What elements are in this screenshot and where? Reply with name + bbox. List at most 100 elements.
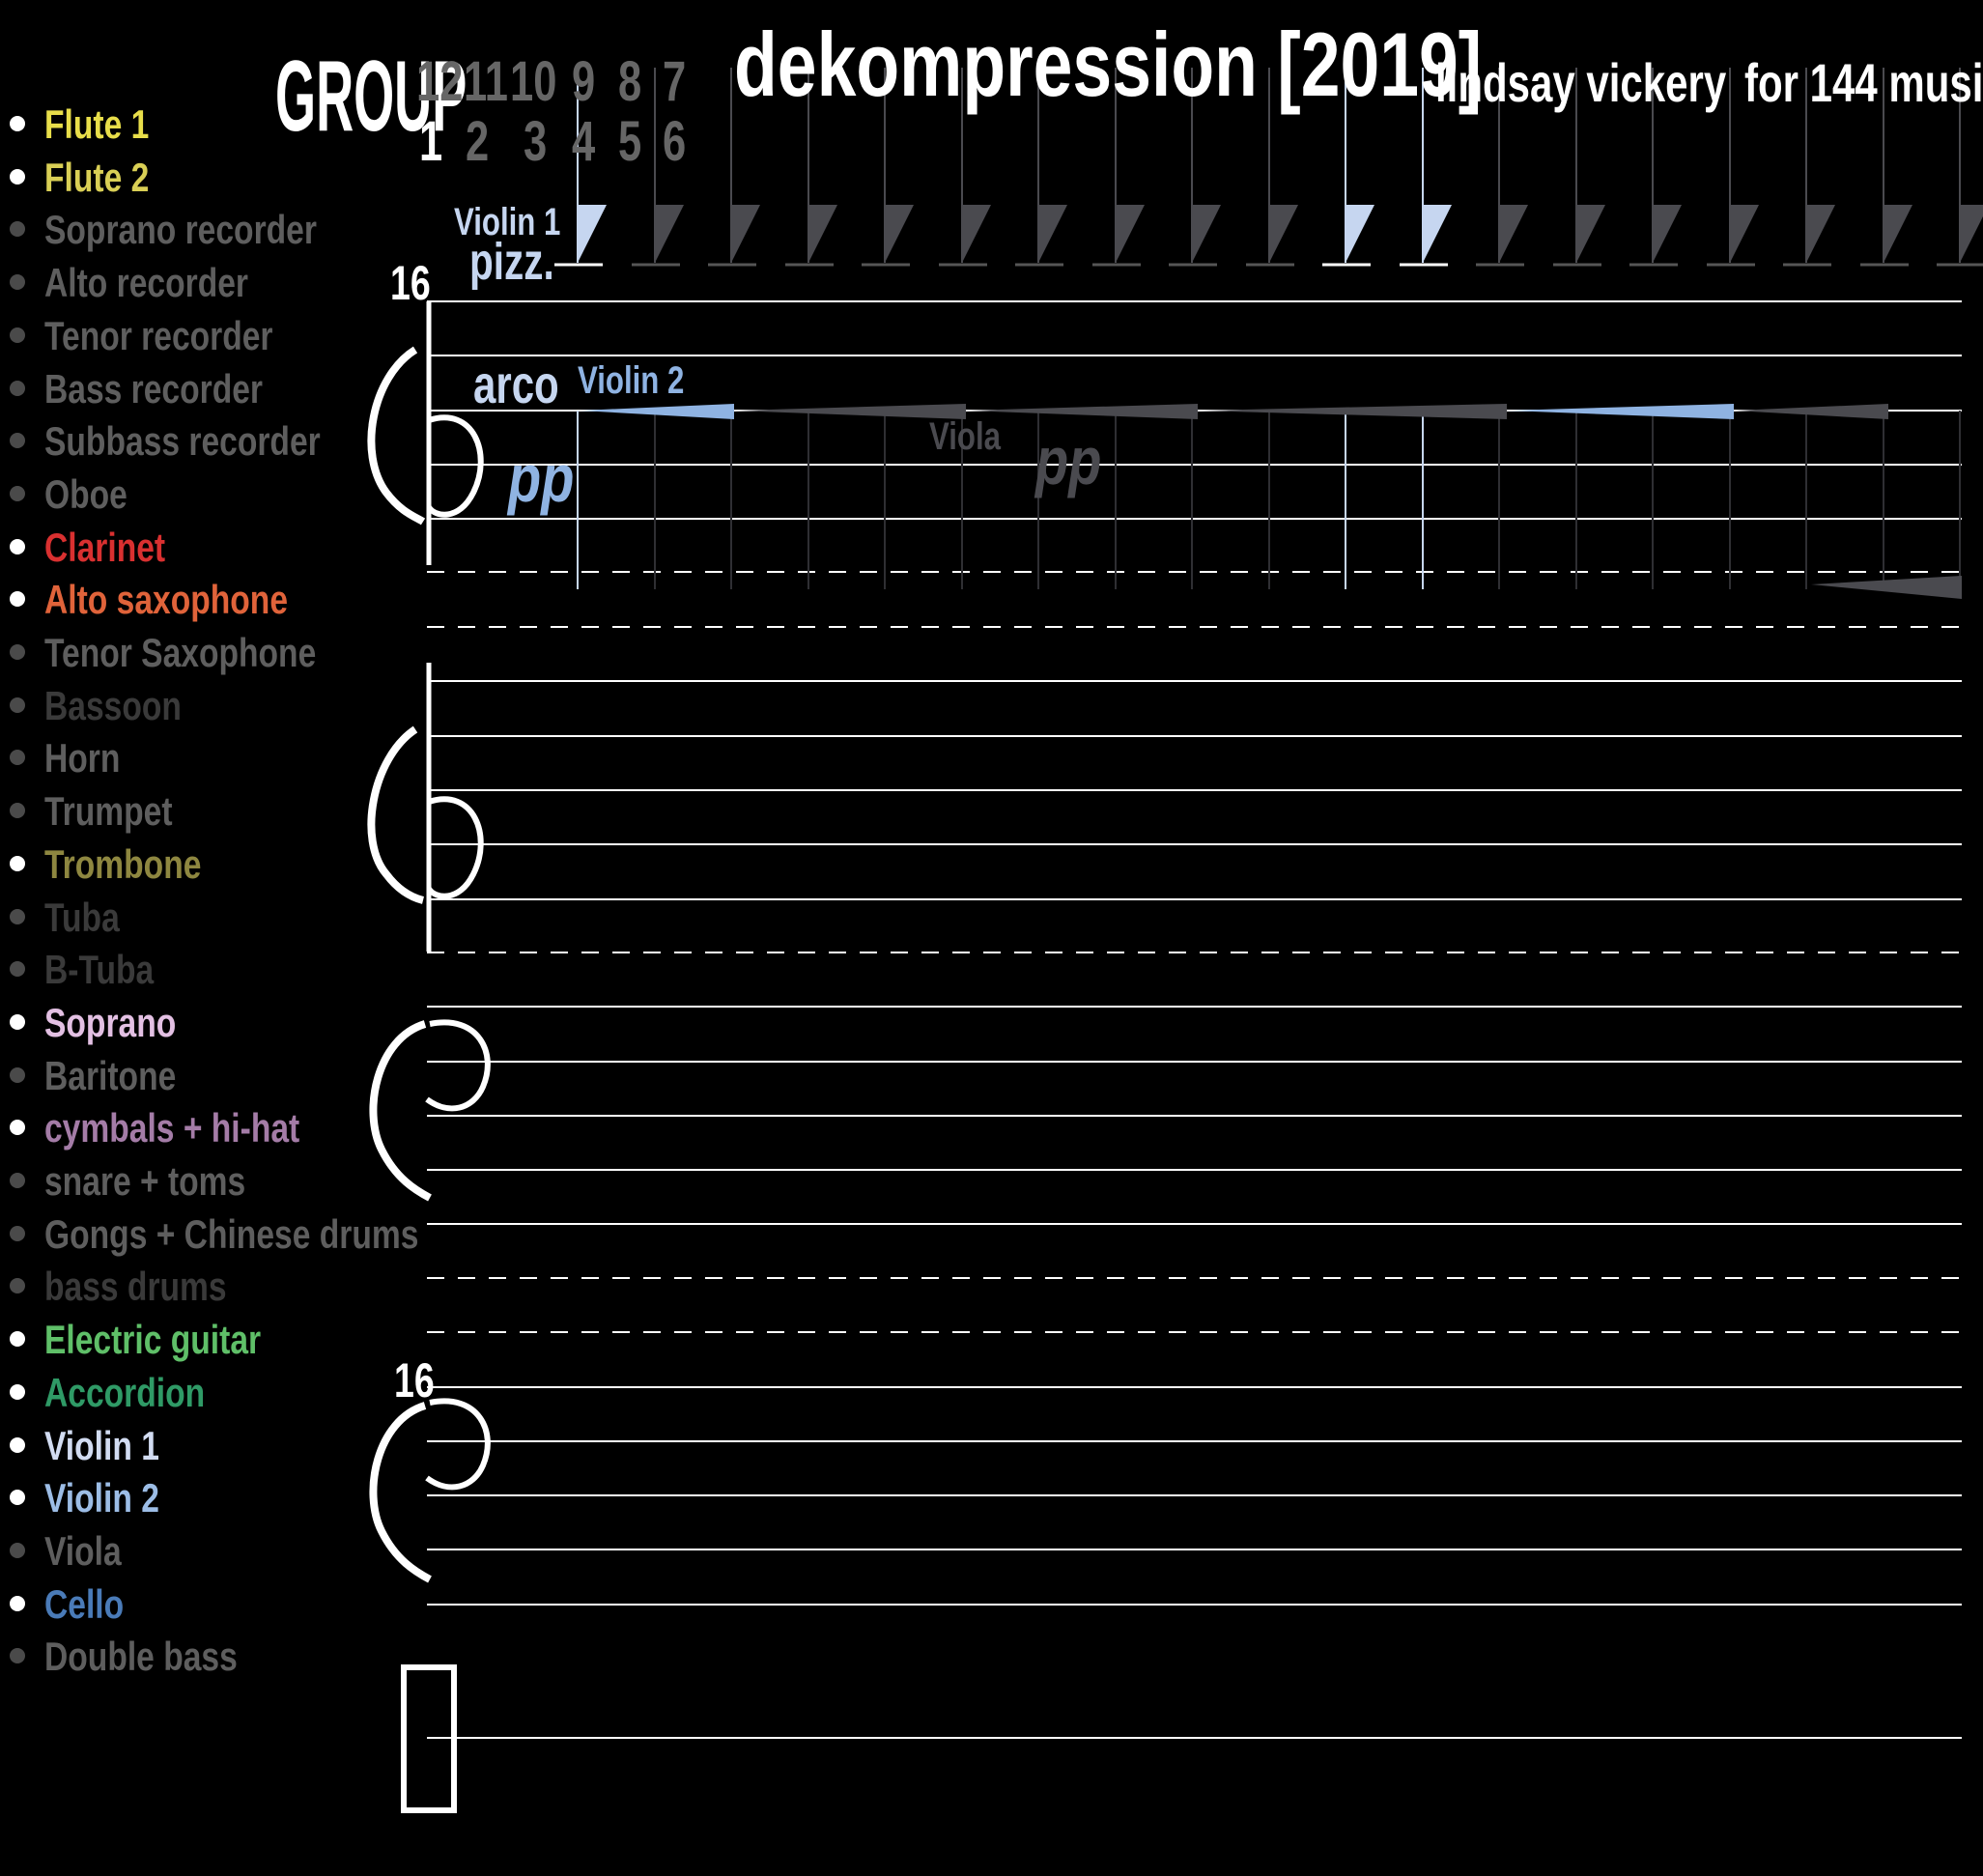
legend-toggle-dot-icon[interactable] <box>10 961 25 978</box>
dynamic-pp-1: pp <box>508 441 575 516</box>
legend-toggle-dot-icon[interactable] <box>10 1648 25 1664</box>
group-number-bottom: 4 <box>572 110 596 173</box>
legend-toggle-dot-icon[interactable] <box>10 433 25 449</box>
group-number-top: 8 <box>618 50 642 113</box>
legend-label: Horn <box>44 735 121 782</box>
staff-system-2 <box>427 680 1962 953</box>
group-label: GROUP <box>275 41 467 153</box>
percussion-clef-icon <box>401 1664 457 1813</box>
pizz-triangle <box>808 205 837 263</box>
legend-label: Soprano <box>44 999 177 1045</box>
legend-toggle-dot-icon[interactable] <box>10 380 25 396</box>
legend-toggle-dot-icon[interactable] <box>10 116 25 131</box>
violin2-hairpins <box>580 404 1962 599</box>
pizz-triangle <box>1576 205 1605 263</box>
legend-label: Flute 1 <box>44 101 150 147</box>
staff-system-4 <box>427 1386 1962 1606</box>
legend-toggle-dot-icon[interactable] <box>10 1013 25 1030</box>
viola-cue-label: Viola <box>929 415 1002 458</box>
legend-toggle-dot-icon[interactable] <box>10 644 25 660</box>
legend-toggle-dot-icon[interactable] <box>10 327 25 343</box>
legend-toggle-dot-icon[interactable] <box>10 274 25 291</box>
legend-toggle-dot-icon[interactable] <box>10 168 25 185</box>
legend-label: Cello <box>44 1580 125 1627</box>
group-number-top: 11 <box>464 50 508 113</box>
legend-label: Violin 2 <box>44 1475 159 1521</box>
legend-label: Trumpet <box>44 788 173 835</box>
legend-label: Trombone <box>44 840 202 887</box>
legend-toggle-dot-icon[interactable] <box>10 538 25 554</box>
group-number-bottom: 2 <box>466 110 490 173</box>
legend-toggle-dot-icon[interactable] <box>10 908 25 924</box>
pizz-triangle <box>1884 205 1912 263</box>
legend-toggle-dot-icon[interactable] <box>10 1225 25 1241</box>
staff-system-3 <box>427 1006 1962 1333</box>
group-number-top: 12 <box>416 50 464 113</box>
legend-label: Flute 2 <box>44 154 150 200</box>
pizz-triangle <box>1116 205 1145 263</box>
legend-toggle-dot-icon[interactable] <box>10 1278 25 1294</box>
legend-label: Alto recorder <box>44 260 248 306</box>
pizz-triangle <box>1038 205 1067 263</box>
pizz-triangle <box>578 205 607 263</box>
barlines-system-1 <box>577 411 1961 589</box>
legend-label: Violin 1 <box>44 1422 159 1468</box>
pizz-triangle <box>1653 205 1682 263</box>
legend-toggle-dot-icon[interactable] <box>10 221 25 238</box>
legend-toggle-dot-icon[interactable] <box>10 696 25 713</box>
bass-clef-1-icon <box>369 1019 491 1202</box>
pizz-marking: pizz. <box>469 233 554 291</box>
arco-marking: arco <box>473 354 559 414</box>
composer-name: lindsay vickery <box>1435 52 1727 113</box>
pizz-triangle <box>1269 205 1298 263</box>
pizz-triangle <box>1960 205 1983 263</box>
legend-label: Alto saxophone <box>44 577 289 623</box>
legend-label: Bass recorder <box>44 365 263 412</box>
pizz-triangle <box>1192 205 1221 263</box>
legend-toggle-dot-icon[interactable] <box>10 1383 25 1400</box>
pizz-cue-row <box>554 68 1983 267</box>
legend-toggle-dot-icon[interactable] <box>10 1436 25 1453</box>
group-number-bottom: 1 <box>419 110 443 173</box>
legend-label: Bassoon <box>44 682 182 728</box>
group-number-bottom: 6 <box>663 110 687 173</box>
legend-toggle-dot-icon[interactable] <box>10 1331 25 1348</box>
legend-label: Accordion <box>44 1369 206 1415</box>
legend-label: Soprano recorder <box>44 207 317 253</box>
group-number-top: 10 <box>510 50 557 113</box>
legend-label: Gongs + Chinese drums <box>44 1210 419 1257</box>
legend-toggle-dot-icon[interactable] <box>10 803 25 819</box>
legend-label: Viola <box>44 1527 122 1574</box>
alto-clef-2-icon <box>367 663 484 952</box>
legend-toggle-dot-icon[interactable] <box>10 1173 25 1188</box>
legend-label: Subbass recorder <box>44 418 321 465</box>
legend-toggle-dot-icon[interactable] <box>10 1542 25 1558</box>
pizz-triangle <box>962 205 991 263</box>
legend-label: Tenor recorder <box>44 312 273 358</box>
legend-toggle-dot-icon[interactable] <box>10 1595 25 1611</box>
group-number-top: 7 <box>663 50 687 113</box>
legend-label: B-Tuba <box>44 947 155 993</box>
legend-label: Electric guitar <box>44 1317 262 1363</box>
violin1-cue-label: Violin 1 <box>454 201 561 243</box>
pizz-triangle <box>655 205 684 263</box>
bass-clef-2-icon <box>369 1398 491 1583</box>
legend-toggle-dot-icon[interactable] <box>10 485 25 501</box>
piece-title: dekompression [2019] <box>734 14 1483 115</box>
clef-number-top: 16 <box>390 256 431 310</box>
group-number-top: 9 <box>572 50 596 113</box>
legend-toggle-dot-icon[interactable] <box>10 750 25 766</box>
legend-label: Tuba <box>44 894 120 940</box>
legend-label: Oboe <box>44 470 127 517</box>
legend-label: Double bass <box>44 1634 238 1680</box>
clef-number-bottom: 16 <box>394 1353 435 1407</box>
pizz-triangle <box>731 205 760 263</box>
pizz-triangle <box>1730 205 1759 263</box>
legend-toggle-dot-icon[interactable] <box>10 855 25 871</box>
legend-toggle-dot-icon[interactable] <box>10 1120 25 1136</box>
legend-toggle-dot-icon[interactable] <box>10 591 25 608</box>
legend-toggle-dot-icon[interactable] <box>10 1066 25 1083</box>
legend-toggle-dot-icon[interactable] <box>10 1490 25 1506</box>
pizz-triangle <box>1346 205 1374 263</box>
